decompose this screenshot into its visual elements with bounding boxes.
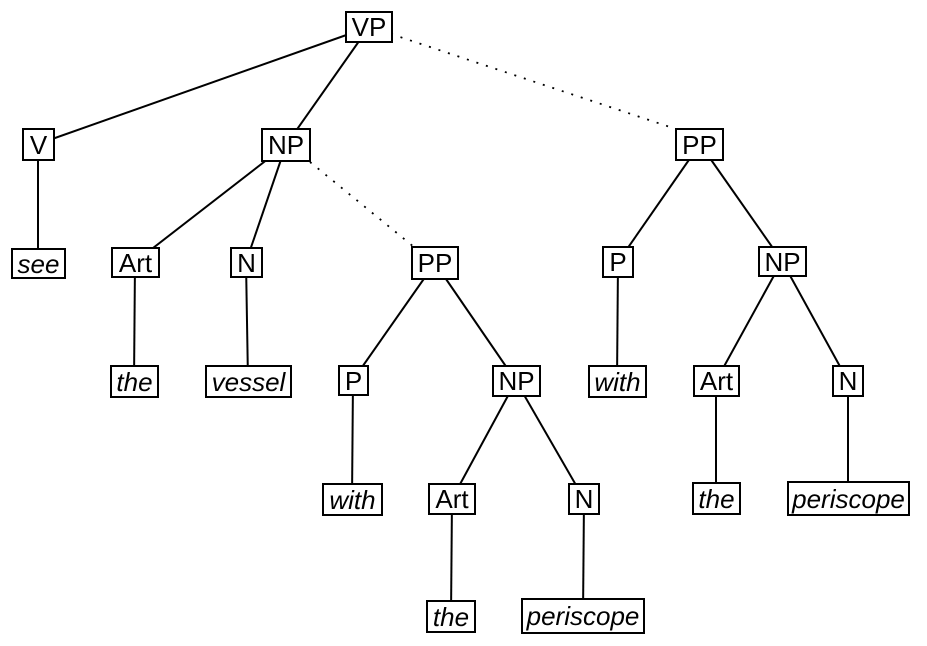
node-word-the-1: the xyxy=(110,365,159,398)
edge-n-vessel xyxy=(245,261,249,382)
node-word-periscope-mid: periscope xyxy=(521,598,645,634)
edge-npright-n xyxy=(781,260,849,382)
edge-np-pp-dotted xyxy=(309,161,415,248)
edge-nmid-periscope xyxy=(582,498,585,617)
edge-pright-with xyxy=(616,261,619,382)
edge-ppmid-np xyxy=(434,262,517,382)
node-n-mid: N xyxy=(568,483,600,515)
edge-artmid-the xyxy=(450,498,453,617)
node-pp-right: PP xyxy=(675,128,724,161)
node-word-the-mid: the xyxy=(426,600,476,633)
node-vp: VP xyxy=(345,11,393,43)
node-art-1: Art xyxy=(111,247,160,278)
edge-ppright-np xyxy=(699,143,783,262)
edge-ppmid-p xyxy=(352,262,436,381)
edge-np-n xyxy=(245,144,287,263)
node-p-right: P xyxy=(602,246,634,278)
node-word-see: see xyxy=(11,248,66,279)
node-word-with-mid: with xyxy=(322,483,383,516)
node-v: V xyxy=(22,128,55,161)
edge-npmid-n xyxy=(515,380,585,500)
edge-ppright-p xyxy=(617,143,701,263)
edge-npright-art xyxy=(715,260,783,382)
node-word-the-right: the xyxy=(692,482,741,515)
edge-np-art xyxy=(134,144,287,263)
node-np-right: NP xyxy=(758,246,807,277)
node-word-periscope-right: periscope xyxy=(787,481,910,516)
node-word-with-right: with xyxy=(588,365,647,398)
edge-pmid-with xyxy=(351,379,354,500)
node-p-mid: P xyxy=(338,365,369,396)
edge-vp-v xyxy=(37,26,370,145)
node-art-mid: Art xyxy=(428,483,476,515)
edge-vp-np xyxy=(285,26,370,146)
edge-art-the xyxy=(133,261,136,382)
edge-npmid-art xyxy=(451,380,517,500)
node-np-mid: NP xyxy=(492,365,541,397)
node-np-object: NP xyxy=(261,128,311,162)
node-pp-mid: PP xyxy=(411,246,459,280)
edge-vp-pp-dotted xyxy=(390,33,680,131)
node-art-right: Art xyxy=(693,365,740,397)
node-word-vessel: vessel xyxy=(205,365,292,398)
node-n-1: N xyxy=(230,247,263,278)
node-n-right: N xyxy=(832,365,864,397)
